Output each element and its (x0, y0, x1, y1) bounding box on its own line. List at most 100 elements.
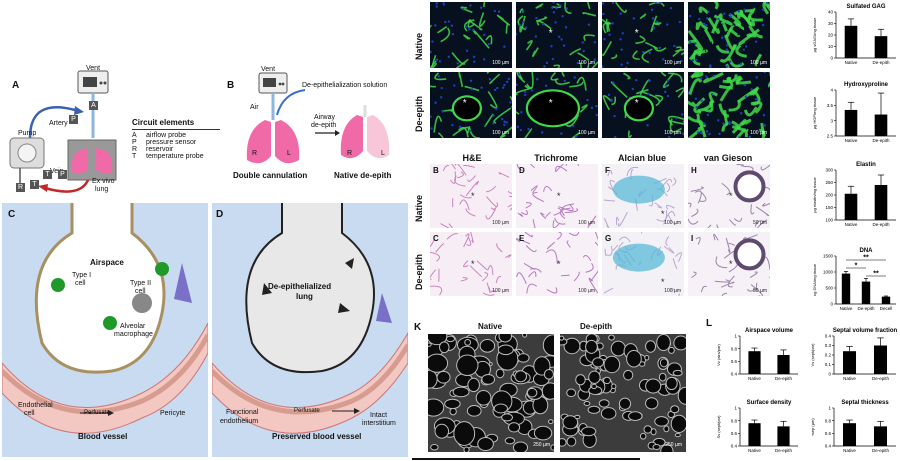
histo-star: * (729, 258, 733, 269)
fluo-row-deepith: De-epith (414, 96, 424, 132)
fluo-scalebar: 100 µm (664, 60, 681, 66)
y-tick-label: 0.3 (825, 343, 832, 348)
r-label: R (252, 150, 258, 157)
fluo-star: * (634, 28, 639, 40)
fluo-tile-r0-c2: * 100 µm (602, 2, 684, 68)
category-label: De-epith (872, 448, 890, 453)
fluo-scalebar: 100 µm (492, 130, 509, 136)
fluo-scalebar: 100 µm (578, 130, 595, 136)
panel-label-a: A (12, 80, 20, 91)
chart-title: DNA (860, 248, 874, 254)
bar (841, 273, 851, 304)
fluo-star: * (462, 98, 467, 110)
solution-label: De-epithelialization solution (302, 82, 388, 89)
chart-ylabel: Sv (sept/par) (716, 415, 721, 439)
y-tick-label: 150 (825, 205, 833, 210)
bar (874, 36, 888, 58)
chart-ylabel: µg sGAG/mg tissue (812, 17, 817, 53)
fluo-scalebar: 100 µm (750, 130, 767, 136)
l2-label: L (381, 150, 385, 157)
histo-sublabel: D (519, 166, 525, 175)
histo-star: * (661, 276, 665, 287)
sem-deepith-scale: 250 µm (665, 442, 682, 448)
box-t2: T (43, 170, 52, 179)
airspace-label: Airspace (90, 258, 124, 267)
chart-title: Airspace volume (745, 328, 794, 334)
histo-sublabel: B (433, 166, 439, 175)
histo-sublabel: I (691, 234, 694, 243)
y-tick-label: 100 (825, 218, 833, 223)
histo-col-he: H&E (462, 153, 482, 163)
histo-star: * (557, 190, 561, 201)
histo-tile-D: D * 100 µm (516, 164, 598, 228)
deepith-diagram (212, 203, 408, 434)
fluo-star: * (548, 98, 553, 110)
y-tick-label: 300 (825, 168, 833, 173)
chart-title: Septal thickness (841, 400, 889, 406)
y-tick-label: 1 (734, 334, 737, 339)
category-label: Native (748, 448, 761, 453)
category-label: De-epith (872, 138, 890, 143)
histo-row-deepith: De-epith (414, 254, 424, 290)
y-tick-label: 0.6 (731, 431, 738, 436)
sig-annotation: ** (863, 255, 869, 262)
chart-title: Surface density (747, 400, 792, 406)
fluo-tile-r0-c3: 100 µm (688, 2, 770, 68)
y-tick-label: 0.1 (825, 362, 832, 367)
histo-scalebar: 50 µm (753, 288, 767, 294)
y-tick-label: 3.5 (827, 103, 834, 108)
native-deepith-label: Native de-epith (334, 171, 392, 180)
histo-scalebar: 100 µm (664, 220, 681, 226)
y-tick-label: 4 (830, 88, 833, 93)
box-t1: T (30, 180, 39, 189)
deep-label-1: De-epithelialized (268, 282, 332, 291)
legend-title: Circuit elements (132, 118, 220, 130)
chart-title: Sulfated GAG (846, 4, 885, 10)
alveolus-diagram (2, 203, 208, 434)
box-p2: P (58, 170, 67, 179)
fluo-scalebar: 100 µm (578, 60, 595, 66)
category-label: Native (845, 222, 858, 227)
y-tick-label: 0.8 (825, 418, 832, 423)
histo-scalebar: 100 µm (492, 220, 509, 226)
chart-ylabel: µg HOP/mg tissue (812, 96, 817, 129)
y-tick-label: 0.4 (731, 372, 738, 377)
lung-label: lung (95, 186, 109, 193)
histo-sublabel: F (605, 166, 610, 175)
fluo-scalebar: 100 µm (664, 130, 681, 136)
fluo-tile-r0-c1: *100 µm (516, 2, 598, 68)
type1-label: Type I (72, 272, 92, 279)
y-tick-label: 0 (830, 302, 833, 307)
histo-tile-G: G*100 µm (602, 232, 684, 296)
fluo-tile-r0-c0: 100 µm (430, 2, 512, 68)
category-label: De-epith (872, 376, 890, 381)
box-r: R (16, 183, 25, 192)
fluo-tile-r1-c0: * 100 µm (430, 72, 512, 138)
box-p1: P (69, 115, 78, 124)
chart-title: Septal volume fraction (833, 328, 898, 334)
chart-title: Elastin (856, 162, 876, 168)
histo-star: * (557, 258, 561, 269)
macrophage-label: macrophage (114, 331, 153, 338)
category-label: Native (845, 138, 858, 143)
sem-native: 250 µm (428, 334, 554, 452)
histo-scalebar: 100 µm (578, 220, 595, 226)
fluo-scalebar: 100 µm (492, 60, 509, 66)
type2-label: Type II (130, 280, 152, 287)
air-label: Air (250, 104, 259, 111)
box-a: A (89, 101, 98, 110)
category-label: Native (840, 306, 853, 311)
deepith-label: de-epith (311, 122, 337, 129)
histo-star: * (471, 258, 475, 269)
bar (873, 426, 888, 446)
vent-label: Vent (86, 65, 101, 72)
y-tick-label: 0.4 (825, 334, 832, 339)
histo-tile-I: I * 50 µm (688, 232, 770, 296)
sem-deepith: 250 µm (560, 334, 686, 452)
endothelial-cell: cell (24, 410, 35, 417)
panel-label-l: L (706, 318, 713, 329)
category-label: De-epith (857, 306, 875, 311)
histo-scalebar: 100 µm (492, 288, 509, 294)
panel-label-k: K (414, 322, 422, 333)
